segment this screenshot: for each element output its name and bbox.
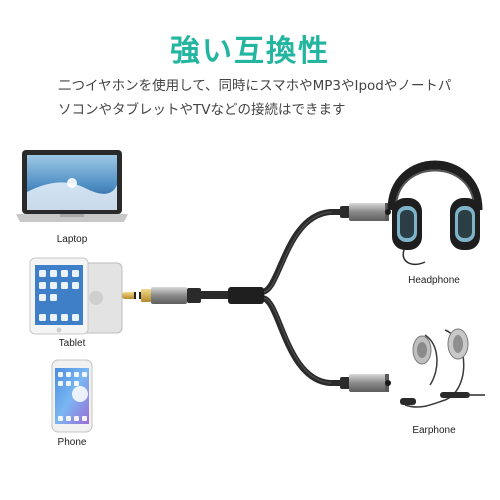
headline: 強い互換性 bbox=[170, 34, 330, 69]
description-line-2: ソコンやタブレットやTVなどの接続はできます bbox=[58, 102, 346, 118]
splitter-junction bbox=[228, 287, 264, 304]
description-line-1: 二つイヤホンを使用して、同時にスマホやMP3やIpodやノートパ bbox=[58, 78, 452, 94]
laptop-image bbox=[16, 150, 128, 222]
audio-plug bbox=[122, 287, 201, 304]
laptop-label: Laptop bbox=[56, 234, 88, 245]
earphone-label: Earphone bbox=[412, 425, 456, 436]
tablet-image bbox=[29, 257, 123, 335]
tablet-label: Tablet bbox=[58, 338, 86, 349]
phone-label: Phone bbox=[57, 437, 87, 448]
headphone-label: Headphone bbox=[408, 275, 460, 286]
phone-image bbox=[51, 359, 93, 433]
upper-jack bbox=[340, 203, 391, 221]
lower-jack bbox=[340, 374, 391, 392]
description: 二つイヤホンを使用して、同時にスマホやMP3やIpodやノートパ ソコンやタブレ… bbox=[58, 74, 458, 122]
headphone-image bbox=[387, 160, 483, 266]
splitter-cable bbox=[196, 209, 345, 386]
earphone-image bbox=[400, 328, 485, 408]
